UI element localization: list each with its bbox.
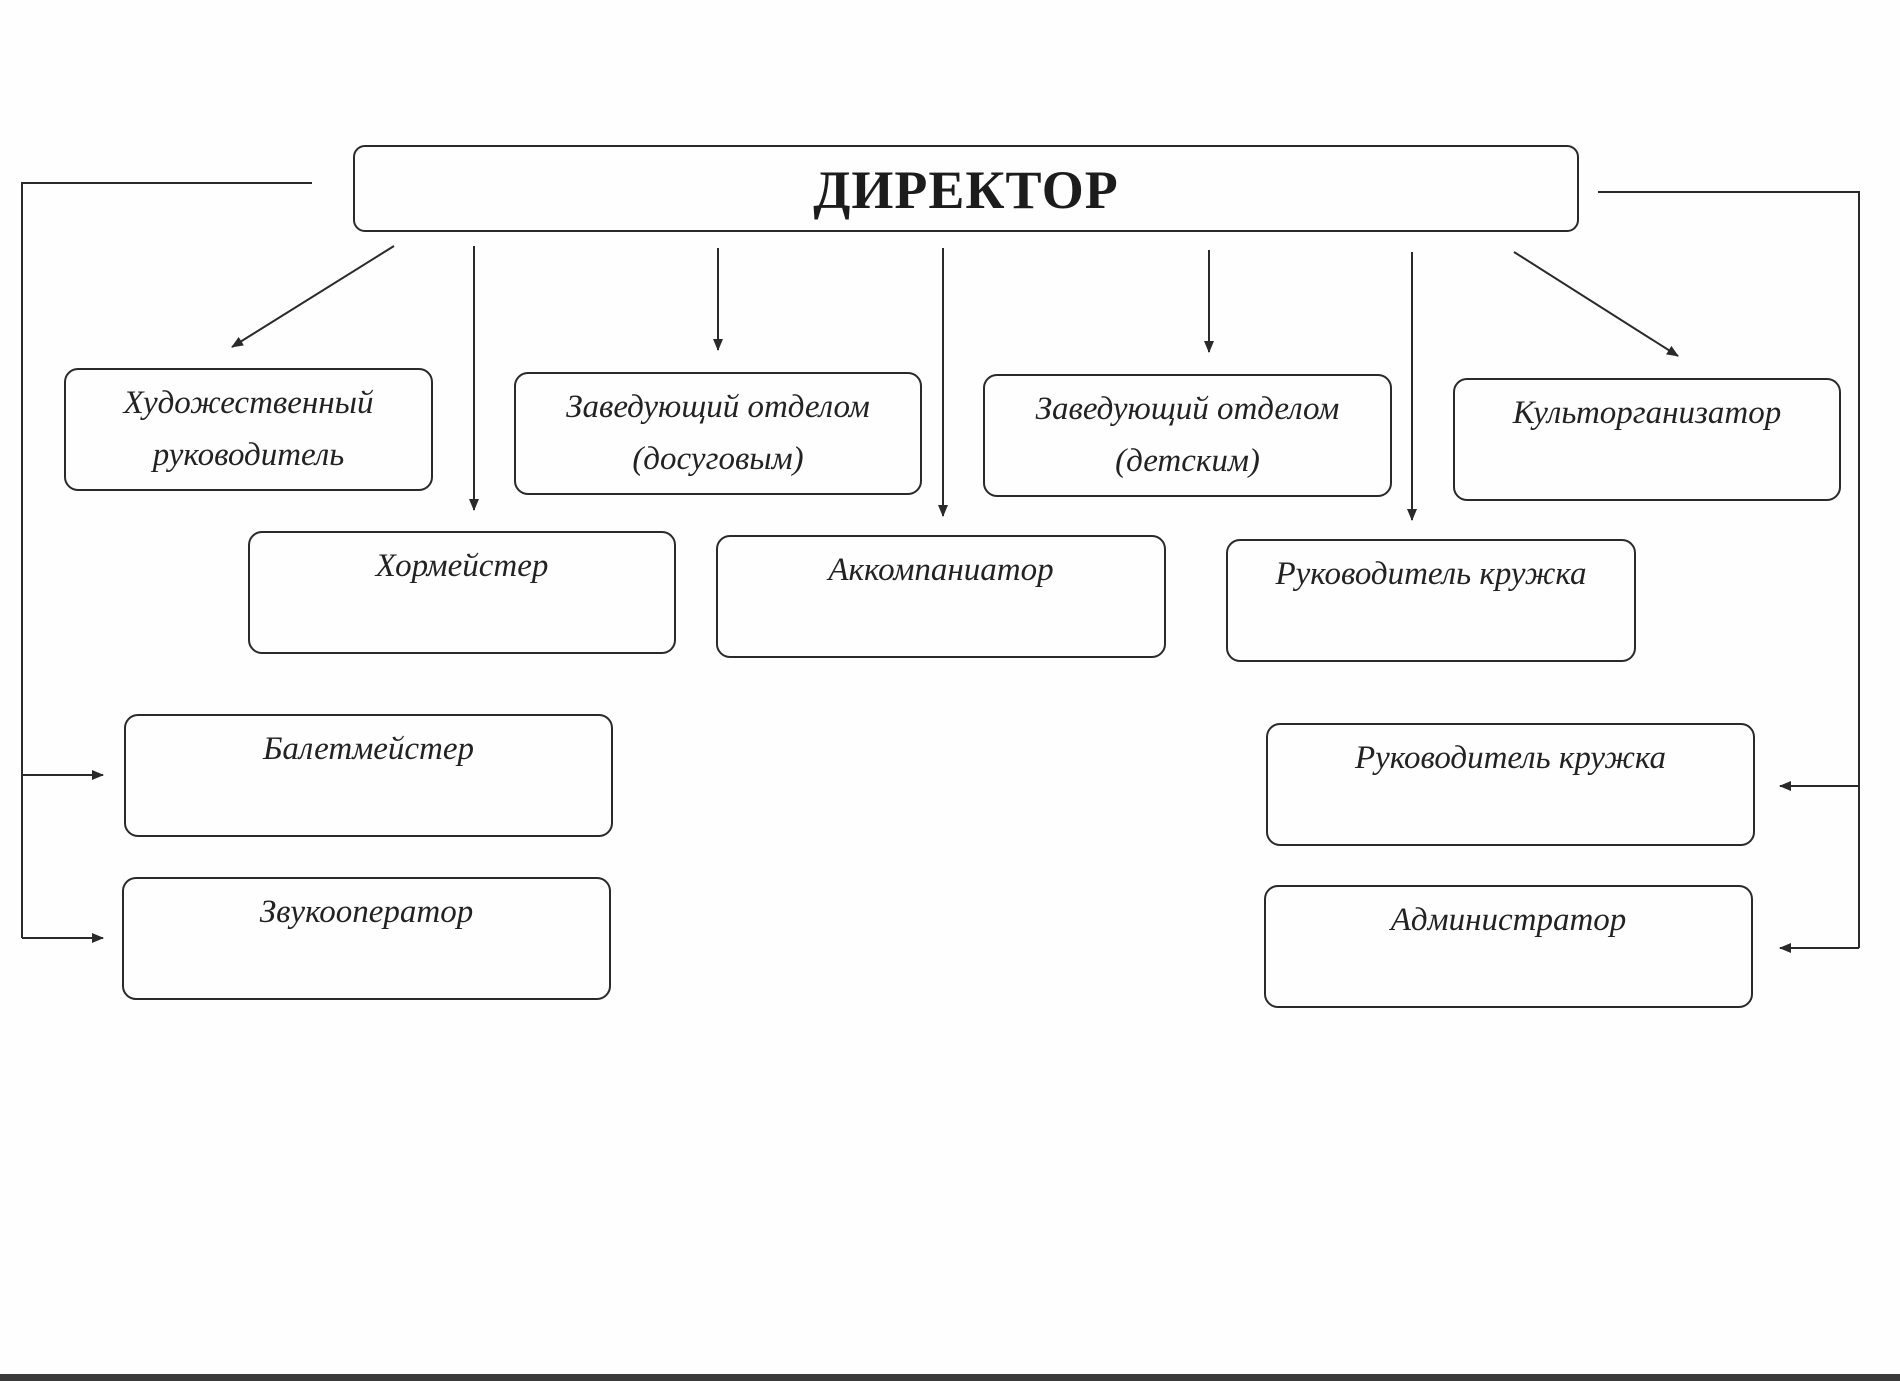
administrator-box: Администратор: [1264, 885, 1753, 1008]
director-box: ДИРЕКТОР: [353, 145, 1579, 232]
sound-operator-box: Звукооператор: [122, 877, 611, 1000]
head-children-box: Заведующий отделом (детским): [983, 374, 1392, 497]
ballet-master-label: Балетмейстер: [262, 731, 475, 767]
head-leisure-box: Заведующий отделом (досуговым): [514, 372, 922, 495]
art-director-box: Художественный руководитель: [64, 368, 433, 491]
art-director-line1: Художественный: [123, 385, 374, 421]
accompanist-box: Аккомпаниатор: [716, 535, 1166, 658]
head-leisure-line1: Заведующий отделом: [566, 389, 870, 425]
head-children-line2: (детским): [1115, 443, 1260, 479]
circle-leader-1-label: Руководитель кружка: [1275, 556, 1587, 592]
circle-leader-2-label: Руководитель кружка: [1354, 740, 1667, 776]
choirmaster-box: Хормейстер: [248, 531, 676, 654]
choirmaster-label: Хормейстер: [375, 548, 549, 584]
director-label: ДИРЕКТОР: [813, 160, 1119, 220]
circle-leader-2-box: Руководитель кружка: [1266, 723, 1755, 846]
cultural-organizer-box: Культорганизатор: [1453, 378, 1841, 501]
head-children-line1: Заведующий отделом: [1035, 391, 1340, 427]
arrow-to-art-director: [231, 245, 395, 348]
art-director-line2: руководитель: [152, 437, 345, 473]
left-bracket-line: [21, 182, 312, 938]
arrow-to-cultural-organizer: [1513, 251, 1679, 357]
right-bracket-line: [1598, 191, 1860, 948]
ballet-master-box: Балетмейстер: [124, 714, 613, 837]
sound-operator-label: Звукооператор: [259, 894, 474, 930]
circle-leader-1-box: Руководитель кружка: [1226, 539, 1636, 662]
administrator-label: Администратор: [1390, 902, 1627, 938]
scan-bottom-edge: [0, 1374, 1900, 1381]
accompanist-label: Аккомпаниатор: [828, 552, 1054, 588]
head-leisure-line2: (досуговым): [632, 441, 804, 477]
cultural-organizer-label: Культорганизатор: [1512, 395, 1782, 431]
